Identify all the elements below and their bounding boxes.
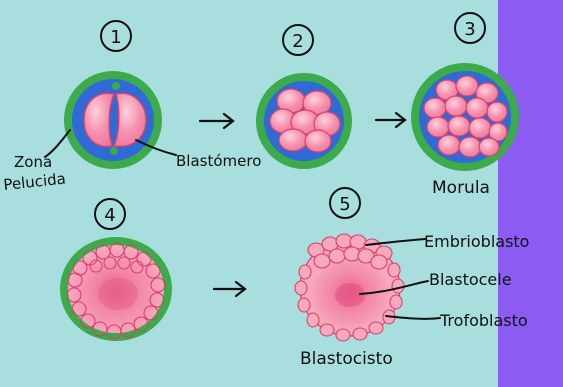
stage-2-cleavage <box>256 73 352 169</box>
morula-label: Morula <box>432 178 490 198</box>
step-2-marker: 2 <box>283 25 313 55</box>
zona-label: Zona <box>14 153 52 171</box>
right-arrow-icon <box>376 113 405 127</box>
stage-5-blastocyst <box>295 234 404 341</box>
stage-4-early-blastocyst <box>60 237 172 341</box>
step-5-number: 5 <box>339 194 350 215</box>
blastomero-label: Blastómero <box>176 152 261 170</box>
stage-1-two-cell <box>64 71 162 169</box>
step-3-number: 3 <box>464 19 475 40</box>
step-4-number: 4 <box>104 205 115 226</box>
step-5-marker: 5 <box>330 188 360 218</box>
step-1-number: 1 <box>110 27 121 48</box>
right-arrow-icon <box>200 114 233 128</box>
blastocisto-label: Blastocisto <box>300 349 393 369</box>
right-arrow-icon <box>214 282 245 296</box>
step-4-marker: 4 <box>95 199 125 229</box>
step-1-marker: 1 <box>101 21 131 51</box>
embrioblasto-label: Embrioblasto <box>424 232 529 251</box>
pelucida-label: Pelucida <box>3 170 67 194</box>
step-3-marker: 3 <box>455 13 485 43</box>
trofoblasto-label: Trofoblasto <box>439 311 528 330</box>
step-2-number: 2 <box>292 31 303 52</box>
stage-3-morula <box>411 63 519 171</box>
blastocele-label: Blastocele <box>429 270 512 289</box>
